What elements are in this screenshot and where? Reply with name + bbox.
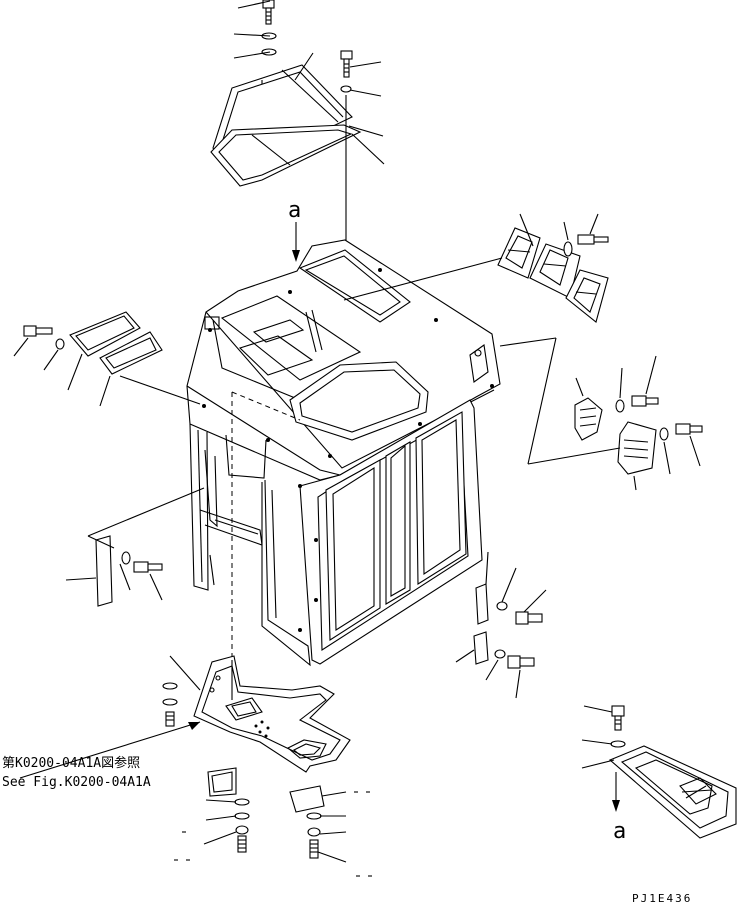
- top-cover-bolt: [262, 0, 275, 25]
- left-bracket-bolt: [133, 561, 163, 573]
- cab-door-window-left: [325, 459, 381, 641]
- top-cover-assembly: [210, 0, 385, 330]
- top-cover-gasket: [210, 124, 362, 187]
- left-cover-plate-assembly: [13, 311, 201, 407]
- top-cover-bolt-right: [340, 50, 353, 78]
- right-bracket-bolt-upper: [515, 611, 543, 625]
- side-vent-grille-upper: [574, 397, 603, 441]
- vent-washer: [563, 241, 573, 257]
- reference-jp: 第K0200-04A1A図参照: [2, 755, 140, 771]
- roof-window-frame: [289, 361, 429, 441]
- right-bracket-bolt-lower: [507, 655, 535, 669]
- rear-vent-grille-assembly: [343, 213, 609, 323]
- left-cover-washer: [55, 338, 65, 350]
- left-cover-plate: [69, 311, 141, 357]
- left-cover-bolt: [23, 325, 53, 337]
- arrow-a-top: a: [288, 198, 301, 262]
- right-bracket-upper: [475, 583, 489, 625]
- roof-hatch-opening: [298, 249, 411, 323]
- bottom-right-cover-assembly: a: [581, 705, 737, 844]
- floor-plate: [193, 655, 351, 773]
- right-bracket-lower: [473, 631, 489, 665]
- floor-plate-assembly: [19, 655, 351, 779]
- cab-door-window-right: [415, 411, 467, 585]
- left-cover-gasket: [99, 331, 163, 375]
- arrow-label-top: a: [288, 198, 301, 223]
- floor-pad-right: [289, 785, 325, 813]
- floor-fasteners: [174, 660, 372, 877]
- right-bracket-assembly: [455, 551, 547, 699]
- vent-bolt: [577, 234, 609, 245]
- bottom-right-cover-plate: [608, 745, 737, 839]
- side-vent-grille-assembly: [499, 337, 703, 491]
- arrow-label-bottom: a: [613, 819, 626, 844]
- left-bracket-assembly: [65, 487, 205, 607]
- cab-door-window-middle: [385, 441, 411, 605]
- left-bracket: [95, 535, 113, 607]
- cab-front-pillar: [261, 479, 311, 667]
- top-cover-washer-right: [340, 85, 352, 93]
- drawing-code: PJ1E436: [632, 892, 692, 905]
- reference-en: See Fig.K0200-04A1A: [2, 775, 151, 790]
- side-vent-grille-lower: [617, 421, 657, 475]
- cab-frame: [186, 239, 501, 667]
